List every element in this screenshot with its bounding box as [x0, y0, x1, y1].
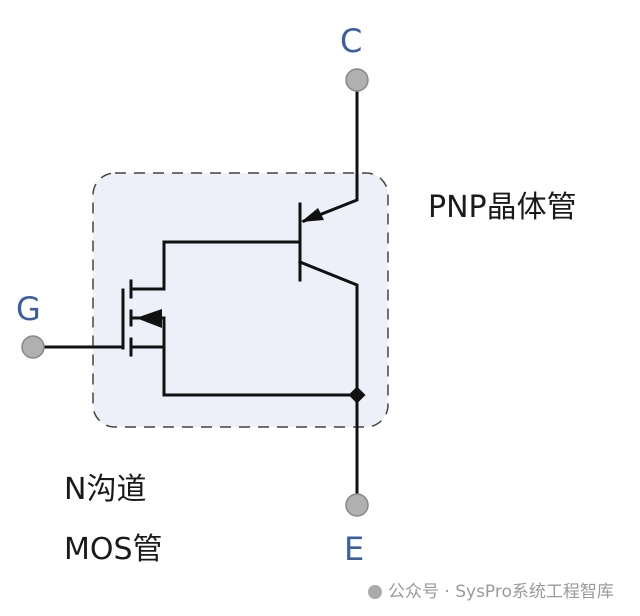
- pnp-transistor-label: PNP晶体管: [428, 190, 577, 225]
- collector-terminal: [345, 68, 369, 92]
- gate-label: G: [16, 290, 41, 328]
- collector-label: C: [340, 22, 363, 60]
- mos-label: MOS管: [64, 532, 163, 567]
- collector-wire: [302, 80, 359, 223]
- pnp-base-wire: [129, 240, 302, 291]
- mos-arrow-icon: [136, 309, 162, 328]
- junction-dot: [348, 386, 366, 404]
- gate-terminal: [21, 335, 45, 359]
- watermark: 公众号 · SysPro系统工程智库: [368, 577, 614, 602]
- igbt-boundary-box: [92, 172, 389, 428]
- wechat-icon: [368, 585, 382, 599]
- n-channel-label: N沟道: [64, 472, 147, 507]
- watermark-text: 公众号 · SysPro系统工程智库: [388, 582, 614, 602]
- emitter-terminal: [345, 493, 369, 517]
- emitter-wire: [298, 260, 359, 505]
- pnp-emitter-arrow-icon: [301, 208, 324, 222]
- emitter-label: E: [344, 530, 365, 568]
